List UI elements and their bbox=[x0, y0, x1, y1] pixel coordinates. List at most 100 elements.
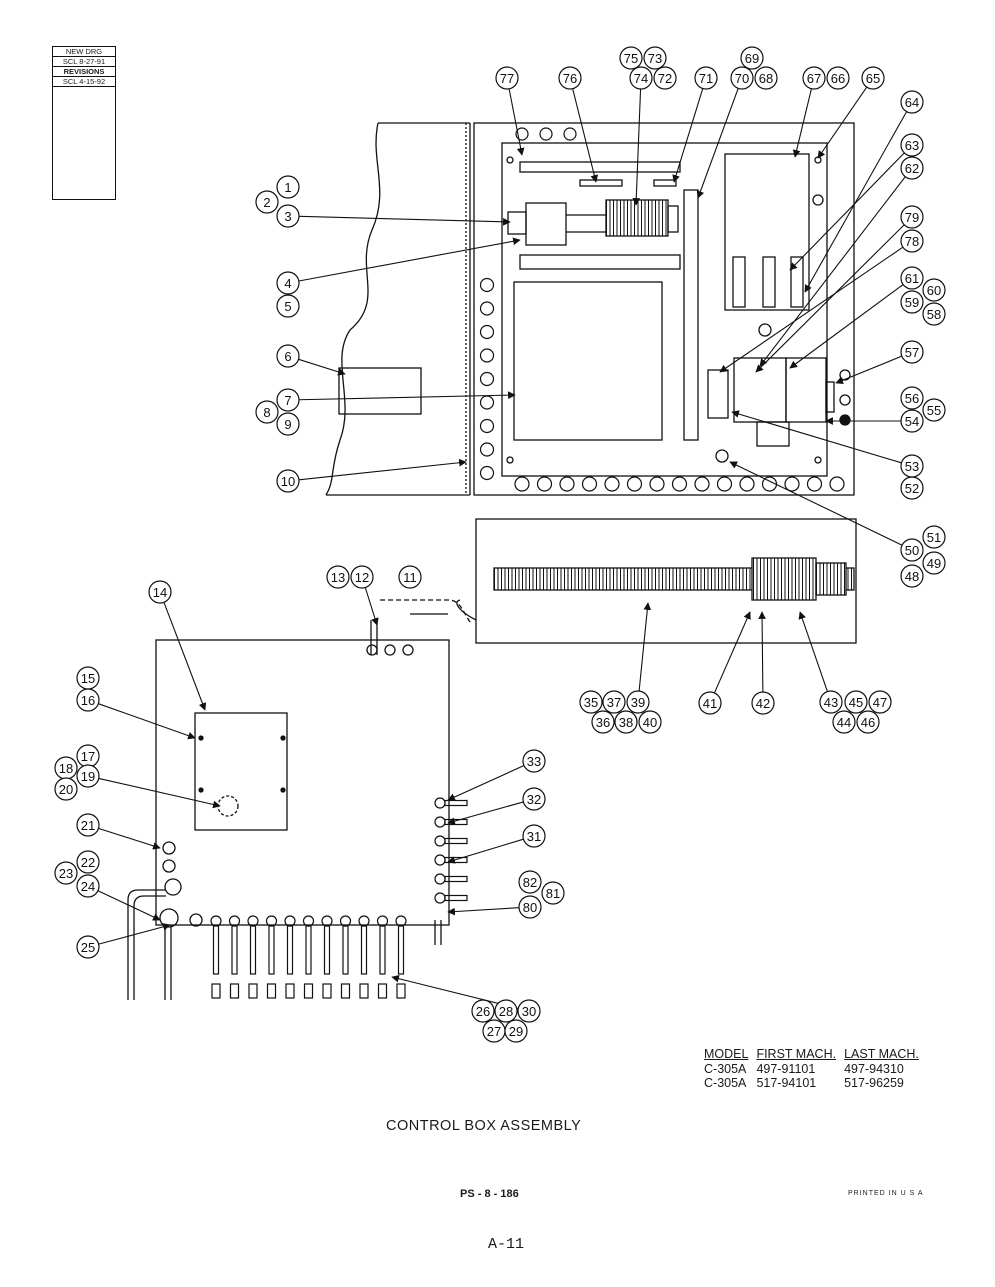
leader-line bbox=[98, 923, 171, 945]
knockout-hole bbox=[784, 476, 800, 492]
callout-label: 54 bbox=[905, 414, 919, 429]
callout-12: 12 bbox=[350, 565, 374, 589]
leader-line bbox=[298, 358, 346, 376]
callout-label: 26 bbox=[476, 1004, 490, 1019]
terminal-stud bbox=[212, 925, 220, 975]
revision-stamp: NEW DRG SCL 8-27-91 REVISIONS SCL 4-15-9… bbox=[52, 46, 116, 200]
knockout-hole bbox=[514, 476, 530, 492]
leader-line bbox=[804, 111, 908, 293]
callout-label: 11 bbox=[403, 570, 417, 585]
terminal-screw bbox=[377, 983, 388, 999]
leader-line bbox=[792, 88, 812, 158]
leader-line bbox=[696, 88, 739, 199]
knockout-holes-top bbox=[515, 127, 577, 141]
terminal-nut bbox=[434, 816, 446, 828]
leader-line bbox=[789, 284, 904, 369]
leader-line bbox=[163, 602, 207, 711]
callout-79: 79 bbox=[900, 205, 924, 229]
revisions-label: REVISIONS bbox=[53, 67, 115, 77]
callout-label: 24 bbox=[81, 879, 95, 894]
callout-25: 25 bbox=[76, 935, 100, 959]
leader-line bbox=[817, 86, 868, 159]
callout-7: 7 bbox=[276, 388, 300, 412]
callout-label: 62 bbox=[905, 161, 919, 176]
callout-label: 77 bbox=[500, 71, 514, 86]
callout-label: 59 bbox=[905, 295, 919, 310]
callout-74: 74 bbox=[629, 66, 653, 90]
callout-81: 81 bbox=[541, 881, 565, 905]
callout-label: 70 bbox=[735, 71, 749, 86]
callout-22: 22 bbox=[76, 850, 100, 874]
callout-label: 22 bbox=[81, 855, 95, 870]
callout-18: 18 bbox=[54, 756, 78, 780]
callout-label: 21 bbox=[81, 818, 95, 833]
knockout-hole bbox=[716, 476, 733, 492]
callout-15: 15 bbox=[76, 666, 100, 690]
leader-line bbox=[572, 88, 599, 183]
terminal-stud bbox=[444, 837, 468, 845]
printed-note: PRINTED IN U S A bbox=[848, 1190, 924, 1197]
knockout-hole bbox=[649, 476, 665, 492]
callout-13: 13 bbox=[326, 565, 350, 589]
callout-11: 11 bbox=[398, 565, 422, 589]
knockout-hole bbox=[626, 476, 643, 492]
callout-78: 78 bbox=[900, 229, 924, 253]
callout-48: 48 bbox=[900, 564, 924, 588]
knockout-hole bbox=[694, 476, 710, 492]
knockout-hole bbox=[479, 348, 495, 363]
callout-50: 50 bbox=[900, 538, 924, 562]
callout-label: 17 bbox=[81, 749, 95, 764]
knockout-hole bbox=[479, 371, 495, 387]
knockout-hole bbox=[539, 127, 553, 141]
callout-67: 67 bbox=[802, 66, 826, 90]
callout-label: 48 bbox=[905, 569, 919, 584]
callout-68: 68 bbox=[754, 66, 778, 90]
callout-label: 7 bbox=[284, 393, 291, 408]
callout-label: 82 bbox=[523, 875, 537, 890]
callout-label: 58 bbox=[927, 307, 941, 322]
callout-80: 80 bbox=[518, 895, 542, 919]
knockout-hole bbox=[829, 476, 845, 492]
knockout-hole bbox=[479, 442, 495, 457]
callout-label: 32 bbox=[527, 792, 541, 807]
leader-line bbox=[798, 611, 828, 692]
knockout-hole bbox=[806, 476, 823, 492]
callout-label: 13 bbox=[331, 570, 345, 585]
callout-37: 37 bbox=[602, 690, 626, 714]
callout-35: 35 bbox=[579, 690, 603, 714]
leader-line bbox=[98, 777, 221, 809]
callout-46: 46 bbox=[856, 710, 880, 734]
cell-last-mach: 497-94310 bbox=[844, 1062, 904, 1076]
terminal-nut bbox=[434, 892, 446, 904]
knockout-hole bbox=[581, 476, 598, 492]
callout-65: 65 bbox=[861, 66, 885, 90]
callout-10: 10 bbox=[276, 469, 300, 493]
callout-19: 19 bbox=[76, 764, 100, 788]
callout-label: 63 bbox=[905, 138, 919, 153]
callout-label: 31 bbox=[527, 829, 541, 844]
callout-label: 30 bbox=[522, 1004, 536, 1019]
callout-32: 32 bbox=[522, 787, 546, 811]
leader-lines bbox=[97, 86, 908, 1009]
callout-label: 49 bbox=[927, 556, 941, 571]
cell-last-mach: 517-96259 bbox=[844, 1076, 904, 1090]
callout-53: 53 bbox=[900, 454, 924, 478]
leader-line bbox=[713, 611, 751, 694]
callout-4: 4 bbox=[276, 271, 300, 295]
knockout-holes-bottom bbox=[514, 476, 845, 492]
callout-label: 28 bbox=[499, 1004, 513, 1019]
terminal-nut bbox=[434, 835, 446, 847]
callout-label: 2 bbox=[263, 195, 270, 210]
leader-line bbox=[759, 176, 906, 367]
callout-27: 27 bbox=[482, 1019, 506, 1043]
callout-30: 30 bbox=[517, 999, 541, 1023]
cell-first-mach: 517-94101 bbox=[756, 1076, 817, 1090]
callout-label: 65 bbox=[866, 71, 880, 86]
header-first-mach: FIRST MACH. bbox=[756, 1047, 837, 1061]
callout-59: 59 bbox=[900, 290, 924, 314]
callout-label: 3 bbox=[284, 209, 291, 224]
callout-label: 37 bbox=[607, 695, 621, 710]
leader-line bbox=[97, 890, 161, 921]
header-model: MODEL bbox=[704, 1047, 749, 1061]
